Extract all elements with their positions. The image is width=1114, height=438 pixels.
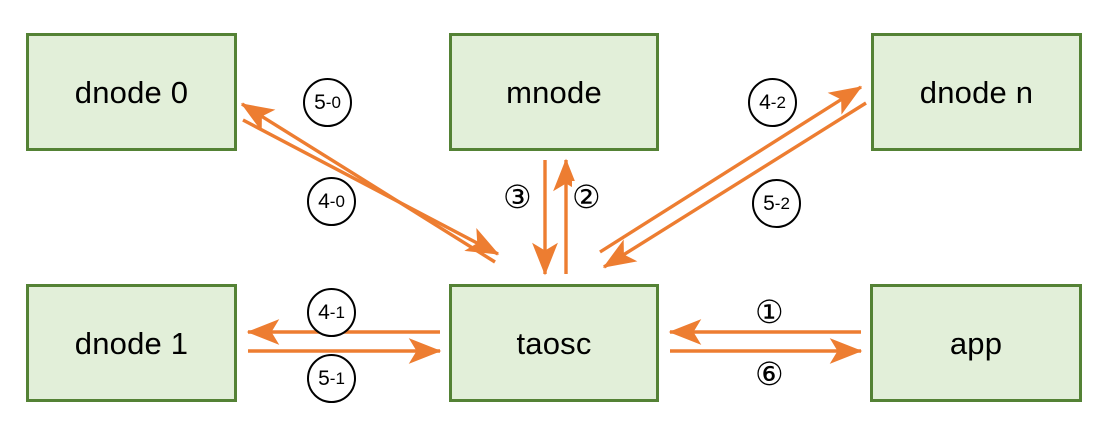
edge-label-sub: -2 (770, 93, 786, 112)
edge-label-2: ② (572, 178, 601, 216)
node-taosc[interactable]: taosc (449, 284, 659, 402)
edge-label-sub: -1 (329, 369, 345, 388)
edge-label-sub: -1 (329, 303, 345, 322)
edge-label-main: 4 (318, 190, 330, 213)
edge-4-0 (242, 118, 500, 256)
edge-label-sub: -0 (325, 93, 341, 112)
node-dnode-n[interactable]: dnode n (871, 33, 1082, 151)
node-app[interactable]: app (870, 284, 1082, 402)
edge-label-5-0: 5-0 (303, 78, 352, 127)
edge-label-4-1: 4-1 (307, 288, 356, 337)
edge-label-6: ⑥ (755, 355, 784, 393)
edge-label-main: 5 (318, 367, 330, 390)
edge-label-5-1: 5-1 (307, 354, 356, 403)
edge-label-main: 5 (314, 91, 326, 114)
node-dnode-0[interactable]: dnode 0 (26, 33, 237, 151)
node-label: taosc (516, 325, 592, 361)
edge-label-sub: -2 (774, 194, 790, 213)
edge-5-0 (240, 102, 496, 264)
edge-label-4-2: 4-2 (748, 78, 797, 127)
edge-label-1: ① (755, 293, 784, 331)
edge-4-2 (599, 85, 863, 254)
edge-5-2 (602, 101, 867, 269)
node-label: mnode (506, 74, 602, 110)
edge-label-main: 4 (759, 91, 771, 114)
edge-label-sub: -0 (329, 192, 345, 211)
node-label: dnode n (919, 74, 1034, 110)
edge-label-5-2: 5-2 (752, 179, 801, 228)
node-mnode[interactable]: mnode (449, 33, 659, 151)
edge-label-4-0: 4-0 (307, 177, 356, 226)
edge-label-main: 4 (318, 301, 330, 324)
node-label: dnode 1 (74, 325, 189, 361)
edge-label-main: 5 (763, 192, 775, 215)
node-label: dnode 0 (74, 74, 189, 110)
node-dnode-1[interactable]: dnode 1 (26, 284, 237, 402)
node-label: app (949, 325, 1003, 361)
edge-label-3: ③ (503, 178, 532, 216)
